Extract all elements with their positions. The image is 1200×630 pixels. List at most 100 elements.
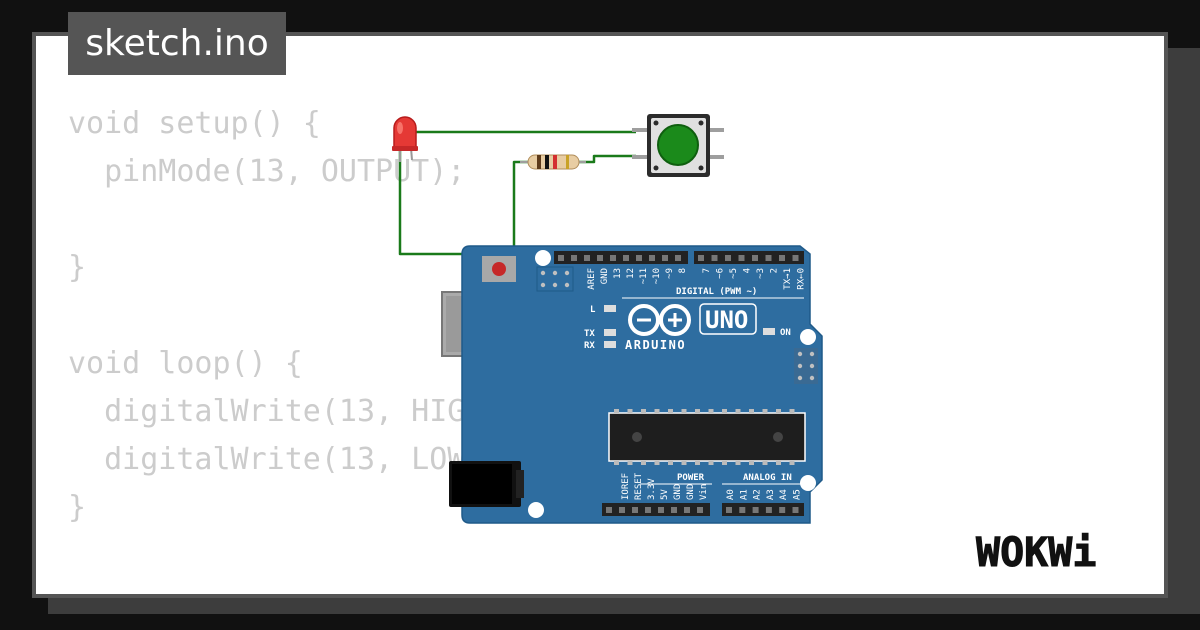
pushbutton[interactable] (632, 114, 724, 177)
header-pin (779, 255, 785, 261)
header-pin (789, 409, 795, 413)
pin-label: ~3 (756, 268, 766, 279)
header-pin (695, 409, 700, 413)
pin-label: 13 (613, 268, 623, 279)
header-pin (697, 507, 703, 513)
reset-button[interactable] (482, 256, 516, 282)
pin-label: 12 (626, 268, 636, 279)
header-pin (708, 461, 714, 465)
header-pin (668, 409, 673, 413)
code-line: void loop() { (68, 346, 303, 381)
header-pin (658, 507, 664, 513)
header-pin (671, 507, 677, 513)
header-pin (738, 255, 745, 261)
pin-label: RX←0 (797, 268, 807, 290)
header-pin (681, 409, 687, 413)
header-pin (708, 409, 714, 413)
header-pin (623, 255, 629, 261)
pin-label: IOREF (621, 473, 631, 500)
header-pin (681, 461, 687, 465)
wire-resistor-to-button[interactable] (579, 154, 636, 164)
header-pin (752, 507, 759, 513)
header-pin (792, 507, 799, 513)
header-pin (726, 507, 732, 513)
header-pin (776, 409, 781, 413)
header-pin (654, 461, 660, 465)
header-pin (711, 255, 718, 261)
header-pin (752, 255, 758, 261)
header-pin (762, 409, 768, 413)
pin-label: 2 (770, 268, 780, 273)
header-pin (668, 461, 673, 465)
pin-label: ~5 (729, 268, 739, 279)
header-pin (695, 461, 700, 465)
wire-led-to-button[interactable] (410, 130, 636, 151)
wire-pin13-to-resistor[interactable] (512, 160, 528, 258)
label-on: ON (780, 328, 791, 338)
header-pin (645, 507, 651, 513)
header-pin (765, 255, 772, 261)
pin-label: 3.3V (647, 478, 657, 500)
header-pin (627, 461, 633, 465)
label-l: L (590, 305, 596, 315)
arduino-logo-icon (628, 304, 691, 336)
pin-label: ~6 (716, 268, 726, 279)
header-pin (649, 255, 655, 261)
resistor[interactable] (520, 154, 586, 170)
header-pin (735, 461, 741, 465)
pin-label: A2 (753, 489, 763, 500)
wires (398, 130, 636, 258)
code-line: } (68, 250, 87, 285)
board-model: UNO (705, 306, 748, 334)
header-pin (722, 461, 727, 465)
header-pin (597, 255, 603, 261)
header-pin (725, 255, 731, 261)
led[interactable] (392, 116, 418, 162)
microcontroller-chip (608, 409, 806, 465)
header-pin (584, 255, 590, 261)
header-pin (779, 507, 786, 513)
header-pin (739, 507, 746, 513)
file-tab[interactable]: sketch.ino (68, 12, 286, 75)
header-pin (571, 255, 577, 261)
header-pin (654, 409, 660, 413)
pin-label: ~10 (652, 268, 662, 284)
pin-label: AREF (587, 268, 597, 290)
pin-label: GND (673, 484, 683, 500)
icsp-header-right (794, 348, 818, 384)
pin-label: TX→1 (783, 268, 793, 290)
header-pin (641, 409, 646, 413)
header-pin (606, 507, 612, 513)
pin-label: Vin (699, 484, 709, 500)
pin-label: 7 (702, 268, 712, 273)
power-header-label: POWER (677, 473, 705, 483)
header-pin (636, 255, 642, 261)
status-led-on (763, 328, 775, 335)
pin-label: 4 (743, 268, 753, 273)
pin-label: GND (600, 268, 610, 284)
pin-label: A1 (739, 489, 749, 500)
code-line: pinMode(13, OUTPUT); (68, 154, 466, 189)
pin-label: ~9 (665, 268, 675, 279)
header-pin (632, 507, 638, 513)
board-brand: ARDUINO (625, 338, 686, 352)
header-pin (792, 255, 799, 261)
header-pin (610, 255, 616, 261)
icsp-header (540, 270, 570, 288)
header-pin (684, 507, 690, 513)
header-pin (735, 409, 741, 413)
status-led-l (604, 305, 616, 312)
header-pin (614, 461, 619, 465)
header-pin (789, 461, 795, 465)
arduino-uno-board[interactable]: L TX RX ON DIGITAL (PWM ~) UNO ARDUINO P… (441, 245, 823, 524)
status-led-rx (604, 341, 616, 348)
header-pin (698, 255, 704, 261)
header-pin (627, 409, 633, 413)
pin-label: ~11 (639, 268, 649, 284)
header-pin (662, 255, 668, 261)
header-pin (558, 255, 564, 261)
